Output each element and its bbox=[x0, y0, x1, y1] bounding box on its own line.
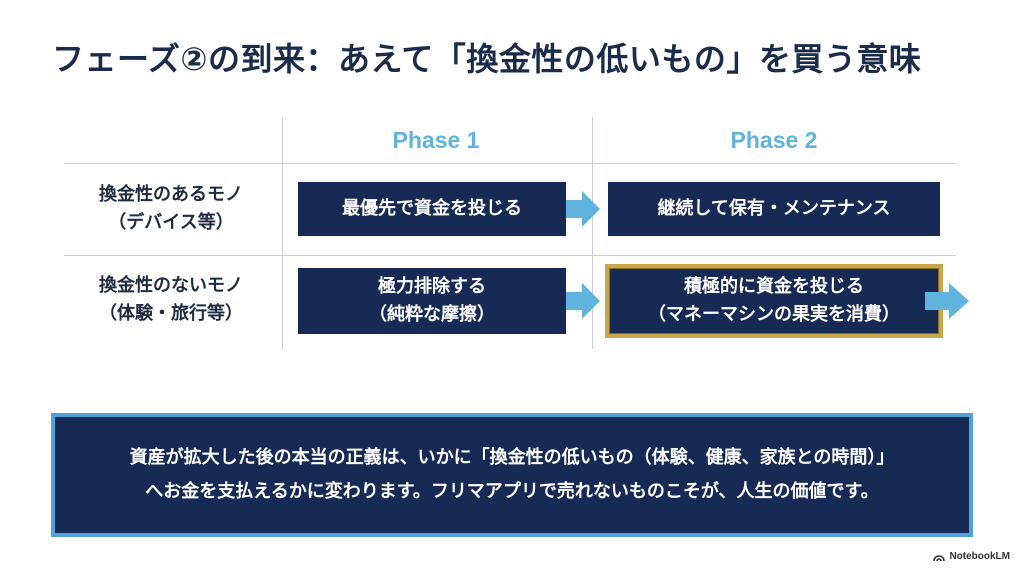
arrow-right-icon bbox=[925, 283, 969, 319]
summary-line1: 資産が拡大した後の本当の正義は、いかに「換金性の低いもの（体験、健康、家族との時… bbox=[129, 447, 895, 468]
notebooklm-brand: NotebookLM bbox=[933, 551, 1010, 562]
cell-row1-phase2: 継続して保有・メンテナンス bbox=[608, 182, 940, 236]
row-label-line2: （デバイス等） bbox=[108, 212, 234, 233]
cell-text-line1: 最優先で資金を投じる bbox=[342, 198, 522, 219]
cell-text-line2: （純粋な摩擦） bbox=[369, 304, 495, 325]
cell-text-line1: 継続して保有・メンテナンス bbox=[657, 198, 891, 219]
cell-text-line1: 積極的に資金を投じる bbox=[684, 276, 864, 297]
arrow-right-icon bbox=[566, 191, 600, 227]
cell-row2-phase2-highlighted: 積極的に資金を投じる （マネーマシンの果実を消費） bbox=[605, 264, 943, 338]
grid-vline-left bbox=[282, 117, 283, 349]
cell-row2-phase1: 極力排除する （純粋な摩擦） bbox=[298, 268, 566, 334]
summary-line2: へお金を支払えるかに変わります。フリマアプリで売れないものこそが、人生の価値です… bbox=[145, 481, 879, 502]
cell-text-line1: 極力排除する bbox=[378, 276, 486, 297]
summary-box: 資産が拡大した後の本当の正義は、いかに「換金性の低いもの（体験、健康、家族との時… bbox=[51, 413, 973, 537]
row-label-line1: 換金性のあるモノ bbox=[99, 184, 243, 205]
brand-label: NotebookLM bbox=[949, 551, 1010, 562]
row-label-illiquid-assets: 換金性のないモノ （体験・旅行等） bbox=[64, 272, 278, 328]
slide-title: フェーズ②の到来：あえて「換金性の低いもの」を買う意味 bbox=[52, 40, 922, 78]
grid-hline-header bbox=[64, 163, 956, 164]
row-label-line1: 換金性のないモノ bbox=[99, 275, 243, 296]
notebooklm-logo-icon bbox=[933, 554, 946, 561]
grid-vline-mid bbox=[592, 117, 593, 349]
row-label-liquid-assets: 換金性のあるモノ （デバイス等） bbox=[64, 181, 278, 237]
cell-row1-phase1: 最優先で資金を投じる bbox=[298, 182, 566, 236]
column-header-phase1: Phase 1 bbox=[392, 127, 480, 153]
grid-hline-row bbox=[64, 255, 956, 256]
column-header-phase2: Phase 2 bbox=[730, 127, 818, 153]
row-label-line2: （体験・旅行等） bbox=[99, 303, 243, 324]
arrow-right-icon bbox=[566, 283, 600, 319]
cell-text-line2: （マネーマシンの果実を消費） bbox=[648, 304, 900, 325]
